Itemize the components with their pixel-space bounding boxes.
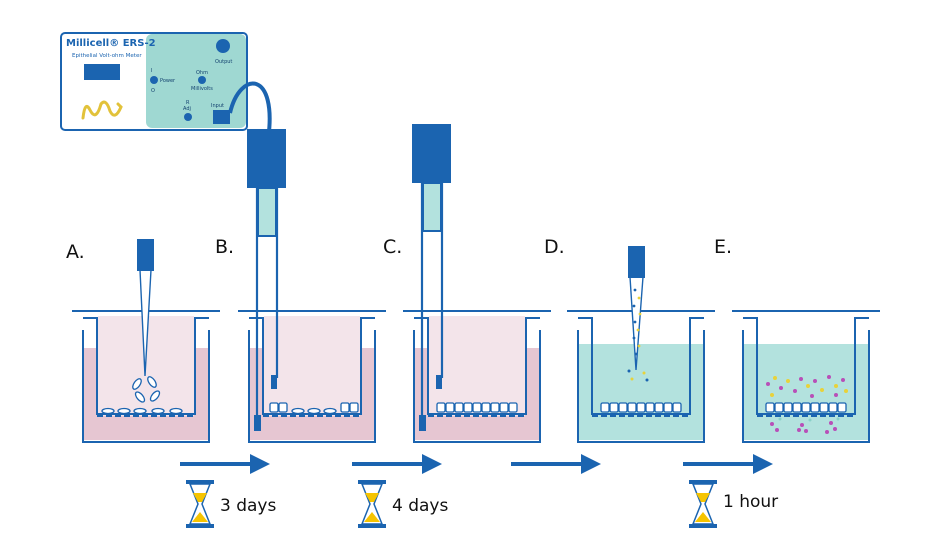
well-e bbox=[732, 310, 880, 443]
dye-leaked-below bbox=[770, 417, 840, 434]
meter-power-on-label: I bbox=[151, 68, 152, 74]
electrode-cable bbox=[228, 81, 272, 141]
well-outline bbox=[577, 330, 705, 443]
hourglass-icon bbox=[358, 480, 386, 528]
electrode-arms bbox=[255, 188, 279, 418]
well-b bbox=[238, 129, 386, 443]
meter-output-label: Output bbox=[215, 59, 232, 65]
electrode-window bbox=[257, 187, 277, 237]
pipette-body-icon bbox=[628, 246, 645, 278]
electrode-handle-icon bbox=[247, 129, 286, 188]
meter-millivolts-label: Millivolts bbox=[191, 86, 213, 92]
mode-switch-icon bbox=[198, 76, 206, 84]
pipette-tip-icon bbox=[139, 269, 152, 377]
meter-input-label: Input bbox=[211, 103, 224, 109]
dye-above-monolayer bbox=[766, 375, 848, 398]
arrow-icon bbox=[180, 454, 270, 474]
arrow-icon bbox=[683, 454, 773, 474]
transwell-insert bbox=[743, 317, 869, 415]
duration-label: 4 days bbox=[392, 496, 448, 516]
meter-brand: Millicell® ERS-2 bbox=[66, 38, 156, 49]
step-label-a: A. bbox=[66, 241, 85, 263]
pipette-tip-icon bbox=[629, 276, 644, 371]
inner-electrode-tip bbox=[271, 375, 277, 389]
well-outline bbox=[413, 330, 541, 443]
well-a bbox=[72, 239, 220, 443]
outer-electrode-tip bbox=[254, 415, 261, 431]
power-switch-icon bbox=[150, 76, 158, 84]
insert-medium bbox=[264, 316, 360, 416]
outer-electrode-tip bbox=[419, 415, 426, 431]
well-c bbox=[403, 124, 551, 443]
partial-monolayer bbox=[269, 402, 359, 415]
well-outline bbox=[248, 330, 376, 443]
well-outline bbox=[82, 330, 210, 443]
ers2-meter: Millicell® ERS-2 Epithelial Volt-ohm Met… bbox=[60, 32, 272, 141]
confluent-monolayer bbox=[600, 402, 682, 413]
pipette-body-icon bbox=[137, 239, 154, 271]
medium-teal bbox=[744, 344, 868, 440]
electrode-arms bbox=[420, 183, 444, 418]
duration-label: 1 hour bbox=[723, 492, 778, 512]
meter-power-label: Power bbox=[160, 78, 176, 84]
meter-display bbox=[84, 64, 120, 80]
transwell-insert bbox=[578, 317, 704, 415]
arrow-icon bbox=[352, 454, 442, 474]
seeded-cells bbox=[101, 376, 183, 415]
transwell-insert bbox=[414, 317, 540, 415]
step-label-d: D. bbox=[544, 236, 565, 258]
meter-adj-label: Adj bbox=[183, 106, 191, 112]
meter-ohm-label: Ohm bbox=[196, 70, 208, 76]
medium-teal bbox=[579, 344, 703, 440]
inner-electrode-tip bbox=[436, 375, 442, 389]
electrode-window bbox=[422, 182, 442, 232]
input-jack-icon bbox=[213, 110, 230, 124]
step-label-b: B. bbox=[215, 236, 234, 258]
adjust-knob-icon bbox=[184, 113, 192, 121]
transwell-insert bbox=[83, 317, 209, 415]
confluent-monolayer bbox=[765, 402, 847, 413]
merck-logo-icon bbox=[81, 100, 123, 120]
step-label-c: C. bbox=[383, 236, 402, 258]
meter-r-label: R bbox=[186, 100, 190, 106]
step-label-e: E. bbox=[714, 236, 732, 258]
hourglass-icon bbox=[186, 480, 214, 528]
well-d bbox=[567, 246, 715, 443]
electrode-handle-icon bbox=[412, 124, 451, 183]
arrow-icon bbox=[511, 454, 601, 474]
output-jack-icon bbox=[216, 39, 230, 53]
meter-subtitle: Epithelial Volt-ohm Meter bbox=[72, 53, 142, 59]
tracer-dye-drops bbox=[627, 288, 649, 382]
meter-power-off-label: O bbox=[151, 88, 155, 94]
insert-medium bbox=[429, 316, 525, 416]
meter-panel bbox=[146, 34, 246, 128]
well-outline bbox=[742, 330, 870, 443]
hourglass-icon bbox=[689, 480, 717, 528]
confluent-monolayer bbox=[436, 402, 518, 413]
duration-label: 3 days bbox=[220, 496, 276, 516]
